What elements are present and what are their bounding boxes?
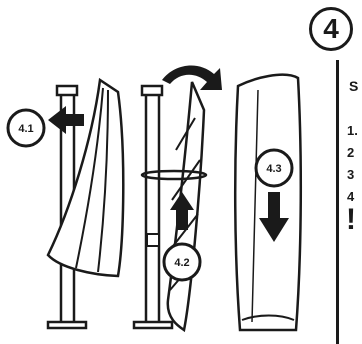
list-item: 4 xyxy=(347,189,355,204)
canopy-fold-4-1 xyxy=(75,87,104,269)
callout-4-3-circle xyxy=(254,148,294,188)
arrow-left-icon xyxy=(48,106,84,134)
cover-seam-4-3 xyxy=(251,89,259,323)
pole-4-2 xyxy=(144,90,161,326)
arrow-down-icon xyxy=(259,192,289,242)
crank-handle-4-2 xyxy=(146,233,160,247)
canopy-4-1 xyxy=(46,77,125,278)
figure-4-2: 4.2 xyxy=(132,65,222,333)
step-number-badge: 4 xyxy=(309,7,353,51)
callout-4-3-label: 4.3 xyxy=(266,163,281,175)
step-list: 1. 2 3 4 xyxy=(347,120,358,208)
cover-bottom-fold-4-3 xyxy=(241,314,295,321)
list-item: 3 xyxy=(347,167,355,182)
panel-divider xyxy=(336,60,339,344)
umbrella-folding-diagram: 4.1 4.2 4.3 xyxy=(6,65,303,333)
callout-4-2-circle xyxy=(162,242,202,282)
list-item: 2 xyxy=(347,145,355,160)
rotate-arrow-icon xyxy=(162,65,222,90)
arrow-up-icon xyxy=(170,192,194,230)
list-item: 1. xyxy=(347,123,358,138)
canopy-fold-4-1-b xyxy=(97,89,109,273)
pole-top-4-1 xyxy=(55,84,79,97)
panel-heading: S xyxy=(349,78,359,94)
base-4-2 xyxy=(132,320,174,330)
strap-4-2 xyxy=(140,169,208,181)
base-4-1 xyxy=(46,320,88,330)
callout-4-2-label: 4.2 xyxy=(174,257,189,269)
figure-4-1: 4.1 xyxy=(6,77,125,330)
step-panel: 4 S 1. 2 3 4 ! xyxy=(304,0,362,344)
figure-4-3: 4.3 xyxy=(233,73,303,332)
warning-icon: ! xyxy=(346,203,356,236)
pole-top-4-2 xyxy=(140,84,164,97)
callout-4-1-label: 4.1 xyxy=(18,123,33,135)
callout-4-1-circle xyxy=(6,108,46,148)
